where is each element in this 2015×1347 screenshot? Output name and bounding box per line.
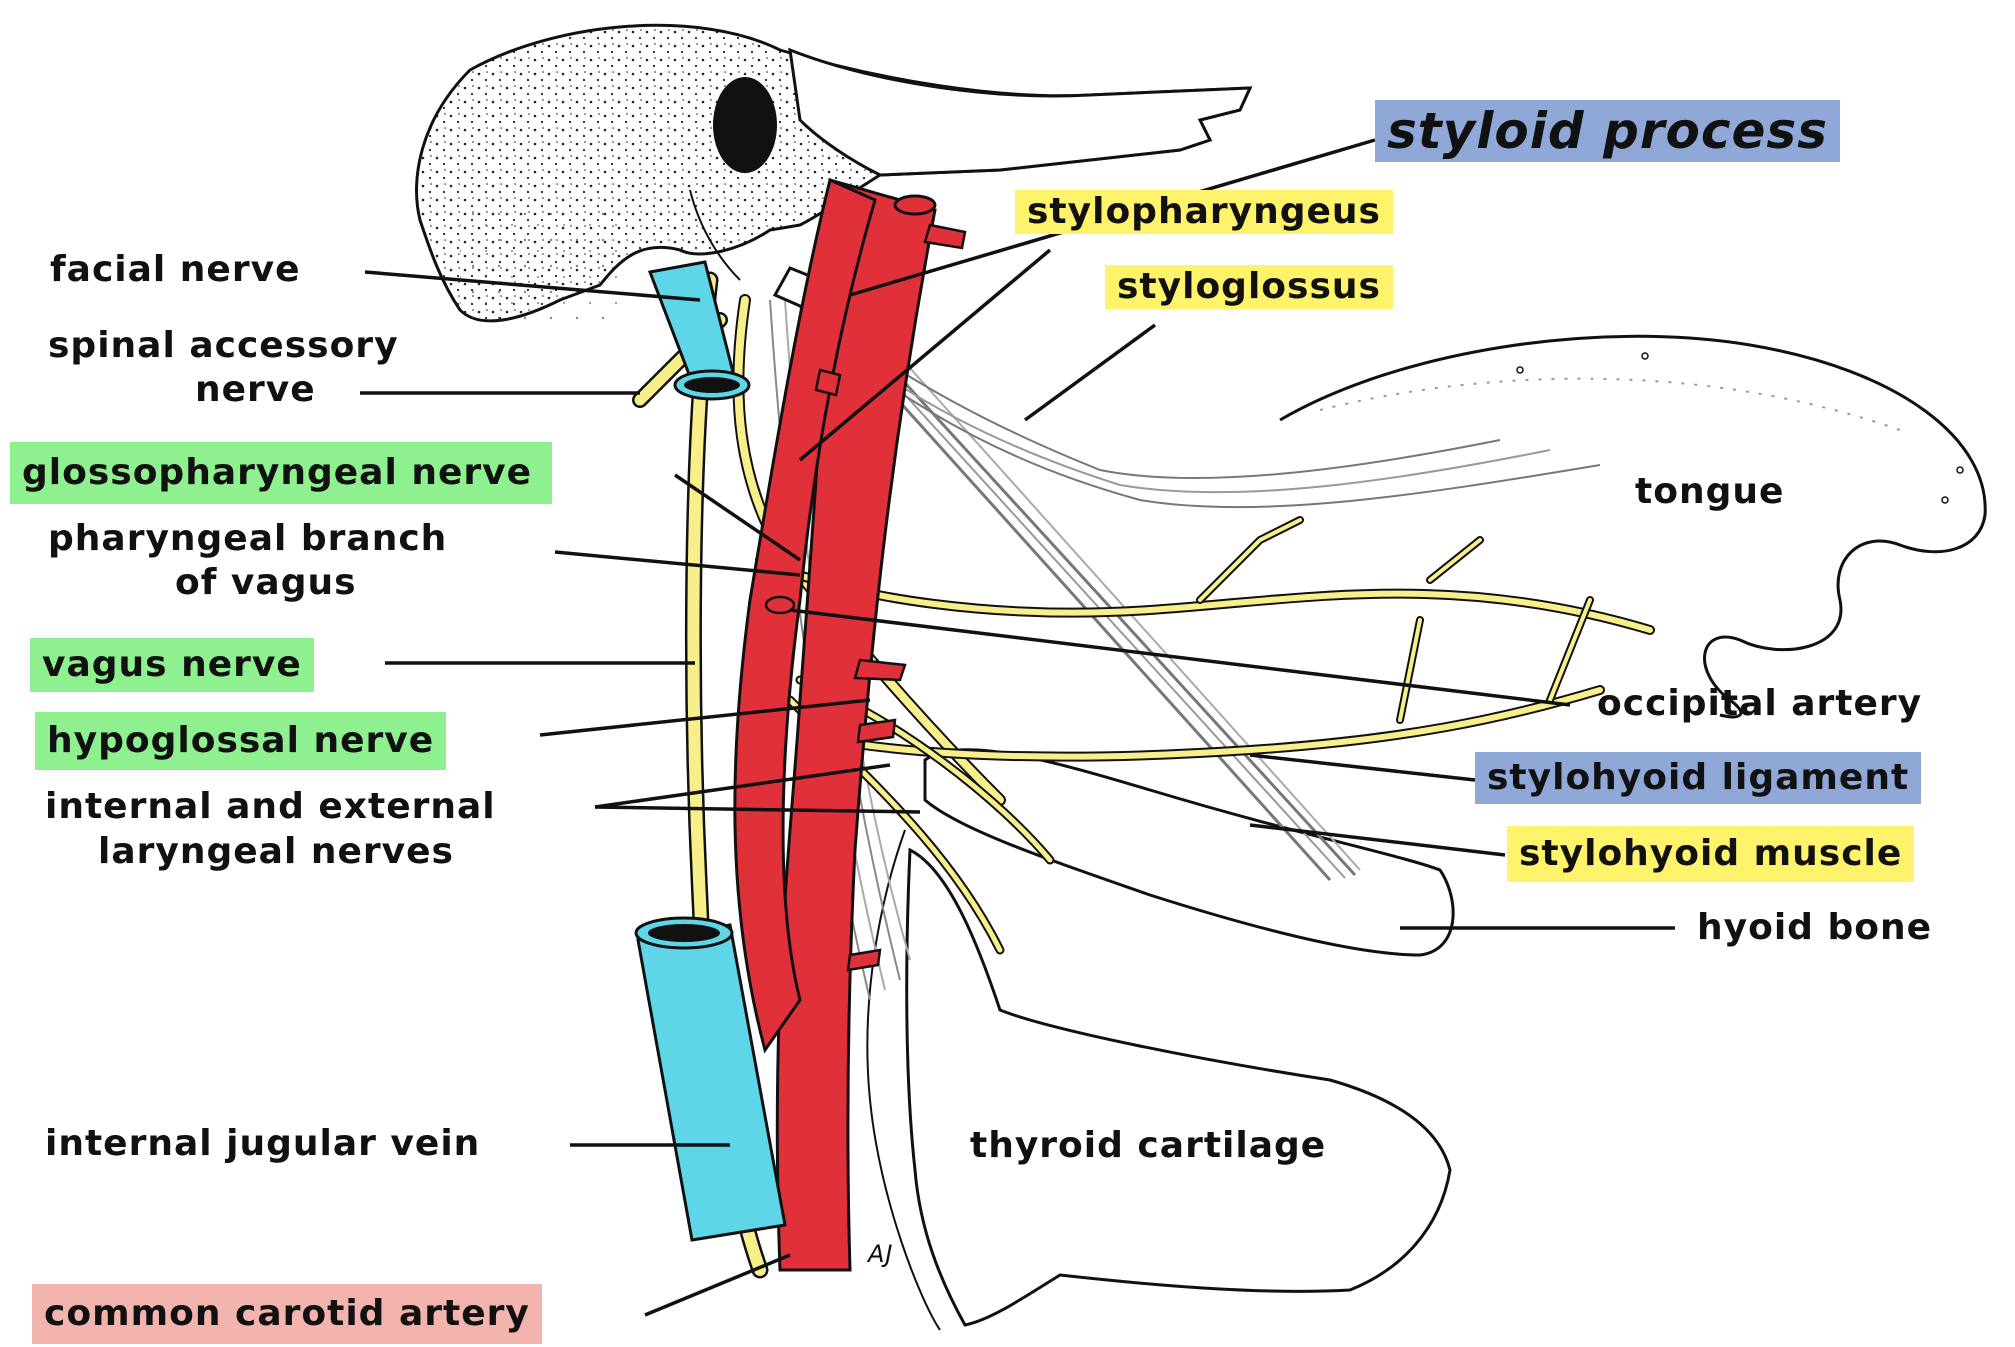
label-occipital-artery: occipital artery [1597,682,1922,726]
label-hyoid-bone: hyoid bone [1697,906,1932,950]
label-facial-nerve: facial nerve [50,248,300,292]
label-internal-jugular-vein: internal jugular vein [45,1122,480,1166]
label-styloid-process: styloid process [1375,100,1840,162]
label-stylohyoid-ligament: stylohyoid ligament [1475,752,1921,804]
label-laryngeal-line1: internal and external [45,785,496,829]
label-thyroid-cartilage: thyroid cartilage [970,1124,1326,1168]
label-glossopharyngeal-nerve: glossopharyngeal nerve [10,442,552,504]
hyoid-bone-shape [925,750,1453,955]
label-pharyngeal-branch-line2: of vagus [175,561,357,605]
artist-signature: AJ [868,1232,894,1276]
label-pharyngeal-branch-line1: pharyngeal branch [48,517,447,561]
label-vagus-nerve: vagus nerve [30,638,314,692]
label-tongue: tongue [1635,470,1784,514]
label-spinal-accessory-line2: nerve [195,368,316,412]
label-laryngeal-line2: laryngeal nerves [98,830,454,874]
label-spinal-accessory-line1: spinal accessory [48,324,399,368]
tongue-shape [1280,336,1985,717]
label-hypoglossal-nerve: hypoglossal nerve [35,712,446,770]
label-stylopharyngeus: stylopharyngeus [1015,190,1393,234]
label-common-carotid-artery: common carotid artery [32,1284,542,1344]
label-styloglossus: styloglossus [1105,265,1393,309]
label-stylohyoid-muscle: stylohyoid muscle [1507,826,1914,882]
